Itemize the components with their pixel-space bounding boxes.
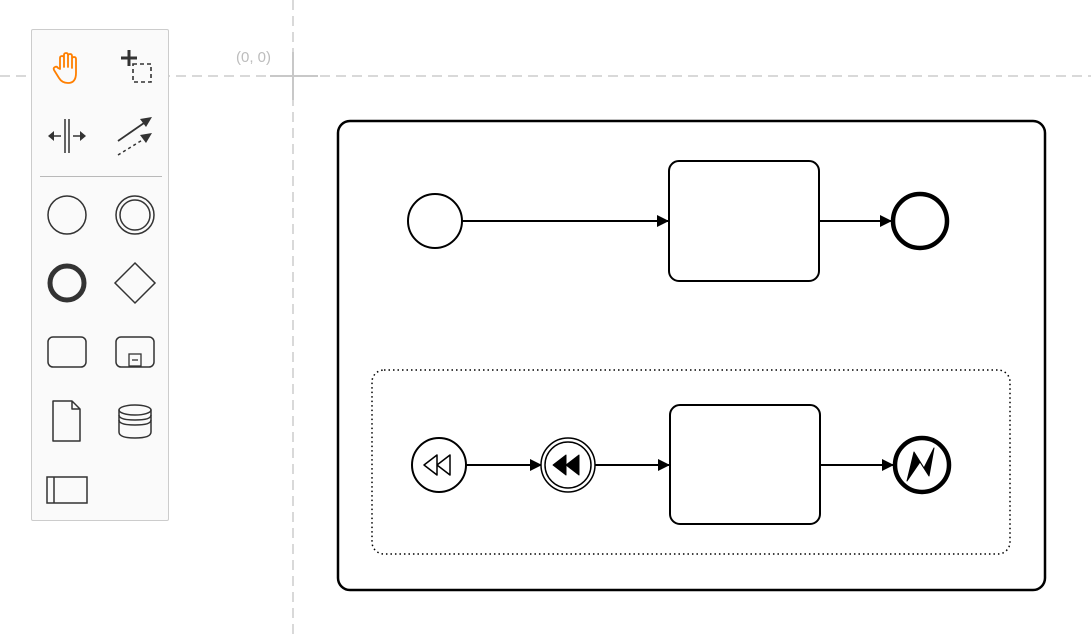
intermediate-event-icon	[115, 195, 155, 235]
end-event[interactable]	[890, 191, 950, 251]
global-connect-tool[interactable]	[112, 113, 158, 159]
palette-separator	[40, 176, 162, 177]
participant-icon	[46, 476, 88, 504]
start-event[interactable]	[407, 193, 463, 249]
start-event-icon	[47, 195, 87, 235]
error-end-event[interactable]	[892, 435, 952, 495]
task-icon	[47, 336, 87, 368]
gateway-icon	[113, 261, 157, 305]
create-data-store[interactable]	[112, 398, 158, 444]
event-subprocess[interactable]	[371, 369, 1011, 555]
origin-label: (0, 0)	[236, 49, 272, 66]
task-top[interactable]	[668, 160, 820, 282]
connect-icon	[117, 117, 152, 156]
compensation-start-event[interactable]	[411, 437, 467, 493]
lasso-icon	[121, 50, 152, 83]
create-start-event[interactable]	[44, 192, 90, 238]
space-icon	[48, 119, 86, 153]
task-bottom[interactable]	[669, 404, 821, 525]
create-data-object[interactable]	[44, 398, 90, 444]
create-gateway[interactable]	[112, 260, 158, 306]
expanded-subprocess[interactable]	[336, 119, 1047, 592]
create-intermediate-event[interactable]	[112, 192, 158, 238]
create-end-event[interactable]	[44, 260, 90, 306]
end-event-icon	[47, 263, 87, 303]
palette	[31, 29, 169, 521]
lasso-tool[interactable]	[112, 45, 158, 91]
data-store-icon	[118, 404, 152, 439]
create-participant[interactable]	[44, 467, 90, 513]
subprocess-icon	[115, 336, 155, 368]
hand-icon	[52, 52, 77, 84]
compensation-intermediate-throw-event[interactable]	[540, 437, 596, 493]
create-subprocess[interactable]	[112, 329, 158, 375]
hand-tool[interactable]	[44, 45, 90, 91]
create-task[interactable]	[44, 329, 90, 375]
data-object-icon	[52, 400, 81, 442]
space-tool[interactable]	[44, 113, 90, 159]
